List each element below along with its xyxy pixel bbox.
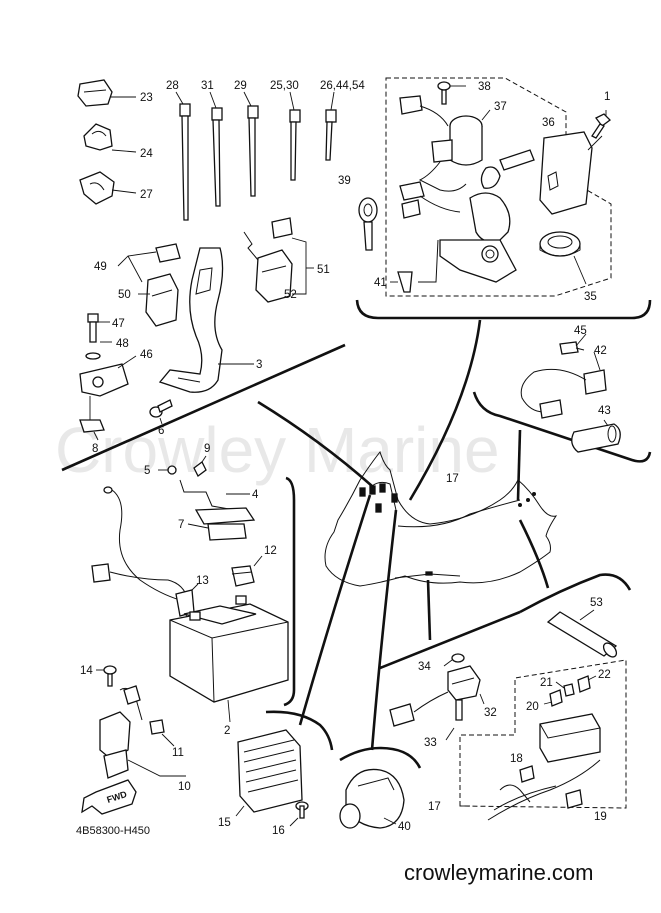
bolt-47-washer-48: [85, 313, 112, 360]
footer-url[interactable]: crowleymarine.com: [404, 860, 594, 885]
callout-49: 49: [94, 261, 107, 273]
callout-8: 8: [92, 443, 98, 455]
callout-labels: 23 24 27 28 31 29 25,30 26,44,54 49 50 5…: [80, 80, 611, 837]
fuse-box-17: [460, 713, 601, 821]
panel-outlines: [61, 299, 652, 769]
watermark-text: Crowley Marine: [55, 414, 500, 486]
cable-tie-29: [243, 91, 259, 197]
callout-10: 10: [178, 781, 191, 793]
callout-50: 50: [118, 289, 131, 301]
vehicle-silhouette: [324, 450, 558, 587]
battery-cables-13: [91, 486, 199, 621]
cap-12: [231, 555, 263, 587]
callout-25-30: 25,30: [270, 80, 299, 92]
relay-51-52: [243, 217, 314, 303]
callout-17-main: 17: [446, 473, 459, 485]
callout-26-44-54: 26,44,54: [320, 80, 365, 92]
callout-27: 27: [140, 189, 153, 201]
callout-36: 36: [542, 117, 555, 129]
cable-tie-31: [209, 91, 223, 207]
bolt-14: [96, 665, 143, 721]
fwd-arrow: FWD: [81, 779, 137, 815]
callout-53: 53: [590, 597, 603, 609]
callout-43: 43: [598, 405, 611, 417]
callout-3: 3: [256, 359, 262, 371]
tube-53: [546, 609, 618, 658]
callout-38: 38: [478, 81, 491, 93]
horn-40: [339, 768, 405, 829]
callout-22: 22: [598, 669, 611, 681]
callout-5: 5: [144, 465, 150, 477]
drawing-code: 4B58300-H450: [76, 825, 150, 837]
battery-2: [169, 595, 289, 723]
callout-51: 51: [317, 264, 330, 276]
key-39: [358, 197, 378, 251]
fuse-box-dashed-box: [459, 659, 627, 809]
callout-7: 7: [178, 519, 184, 531]
cap-43: [571, 419, 621, 453]
callout-45: 45: [574, 325, 587, 337]
callout-17-detail: 17: [428, 801, 441, 813]
sensor-42-45: [520, 333, 607, 419]
callout-20: 20: [526, 701, 539, 713]
callout-39: 39: [338, 175, 351, 187]
callout-4: 4: [252, 489, 259, 501]
fuse-holder-32: [389, 653, 485, 741]
screw-38: [437, 81, 466, 105]
switch-assembly-41: [390, 181, 517, 293]
callout-34: 34: [418, 661, 431, 673]
main-switch-37: [399, 95, 535, 192]
callout-47: 47: [112, 318, 125, 330]
callout-15: 15: [218, 817, 231, 829]
callout-18: 18: [510, 753, 523, 765]
callout-48: 48: [116, 338, 129, 350]
callout-24: 24: [140, 148, 153, 160]
clip-27: [79, 171, 137, 205]
bracket-3: [158, 247, 254, 393]
fuses-20-21-22: [543, 675, 597, 707]
callout-23: 23: [140, 92, 153, 104]
bracket-4-9-7: [158, 455, 256, 541]
callout-16: 16: [272, 825, 285, 837]
clip-24: [83, 123, 137, 153]
callout-35: 35: [584, 291, 597, 303]
cable-tie-25-30: [289, 91, 301, 181]
callout-11: 11: [172, 747, 184, 759]
regulator-15: [235, 729, 309, 827]
callout-41: 41: [374, 277, 387, 289]
callout-52: 52: [284, 289, 297, 301]
callout-19: 19: [594, 811, 607, 823]
screw-6: [149, 399, 173, 425]
bracket-46-8: [79, 355, 137, 441]
relay-10-11: [99, 711, 186, 779]
callout-31: 31: [201, 80, 214, 92]
callout-1: 1: [604, 91, 610, 103]
callout-21: 21: [540, 677, 553, 689]
callout-29: 29: [234, 80, 247, 92]
callout-12: 12: [264, 545, 277, 557]
callout-40: 40: [398, 821, 411, 833]
callout-32: 32: [484, 707, 497, 719]
callout-28: 28: [166, 80, 179, 92]
callout-9: 9: [204, 443, 210, 455]
callout-46: 46: [140, 349, 153, 361]
cap-35: [539, 231, 587, 285]
cable-tie-28: [175, 91, 191, 221]
relay-49-50: [117, 243, 181, 327]
control-unit-36: [539, 131, 603, 215]
callout-33: 33: [424, 737, 437, 749]
callout-13: 13: [196, 575, 209, 587]
callout-6: 6: [158, 425, 164, 437]
cable-tie-26-44-54: [325, 91, 337, 161]
ignition-switch-dashed-box: [385, 77, 612, 297]
callout-2: 2: [224, 725, 230, 737]
bolt-1: [591, 110, 611, 139]
callout-37: 37: [494, 101, 507, 113]
callout-14: 14: [80, 665, 93, 677]
callout-42: 42: [594, 345, 607, 357]
clip-23: [77, 79, 136, 107]
